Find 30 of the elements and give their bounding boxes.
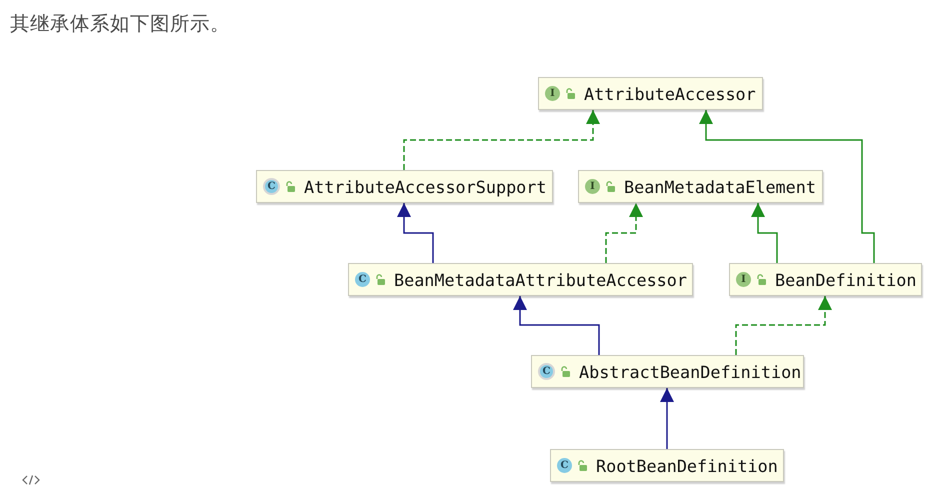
class-box <box>256 170 553 203</box>
class-name: AttributeAccessorSupport <box>304 176 546 196</box>
class-box <box>729 263 922 296</box>
class-box <box>348 263 693 296</box>
dashed-arrow <box>735 296 832 355</box>
class-name: BeanMetadataElement <box>624 176 816 196</box>
class-name: BeanDefinition <box>775 270 916 290</box>
inheritance-arrow <box>397 203 434 263</box>
inheritance-arrow <box>513 296 600 355</box>
type-marker: I <box>545 86 560 101</box>
type-marker: I <box>585 179 600 194</box>
class-name: RootBeanDefinition <box>596 456 778 476</box>
type-marker: C <box>263 178 280 195</box>
inheritance-arrow <box>699 110 875 263</box>
dashed-arrow <box>605 203 643 263</box>
class-name: AbstractBeanDefinition <box>579 362 802 382</box>
class-box <box>578 170 823 203</box>
class-name: AttributeAccessor <box>584 84 756 104</box>
intro-sentence: 其继承体系如下图所示。 <box>10 11 230 36</box>
class-box <box>531 355 804 388</box>
type-marker: I <box>736 272 751 287</box>
type-marker: C <box>355 272 370 287</box>
class-box <box>550 449 784 482</box>
dashed-arrow <box>403 110 600 170</box>
type-marker: C <box>538 363 555 380</box>
class-name: BeanMetadataAttributeAccessor <box>394 270 687 290</box>
inheritance-arrow <box>660 388 674 449</box>
type-marker: C <box>557 458 572 473</box>
class-box <box>538 77 763 110</box>
inheritance-arrow <box>751 203 778 263</box>
